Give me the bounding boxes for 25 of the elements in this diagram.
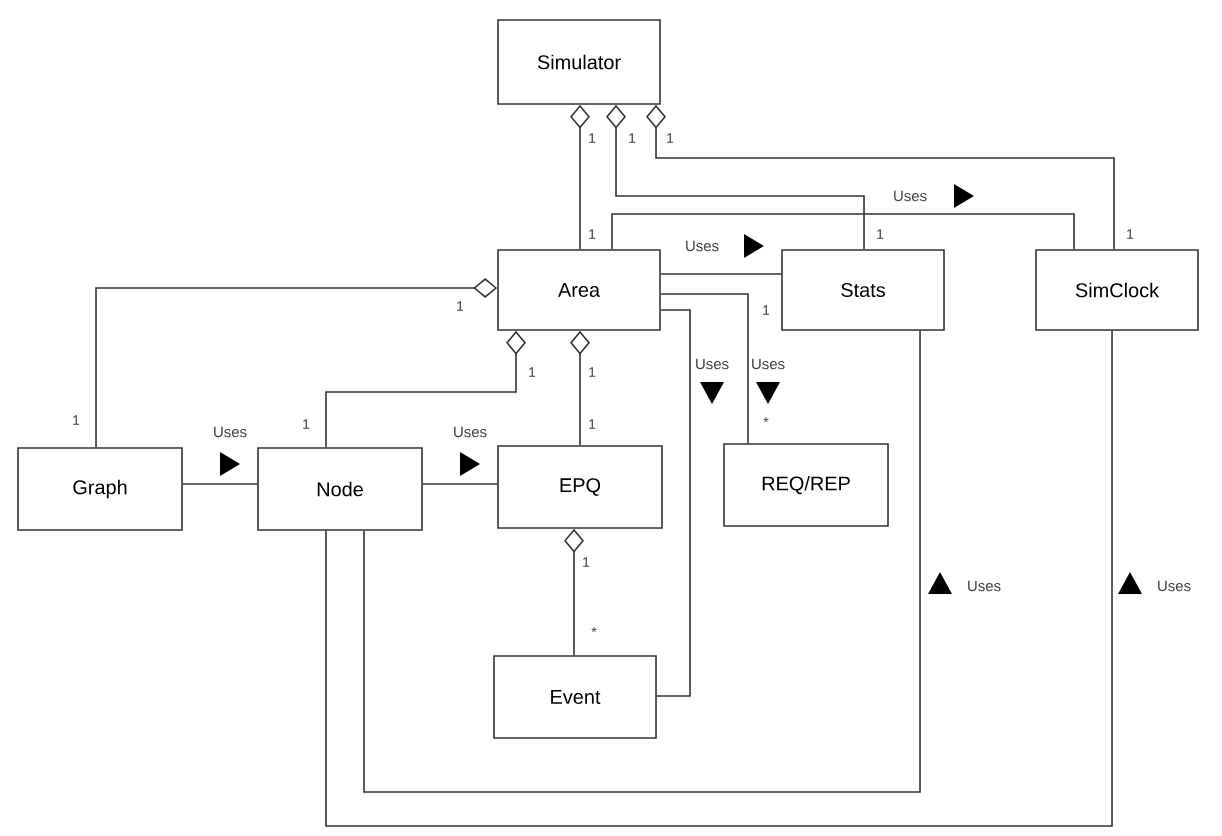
class-box: REQ/REP (723, 443, 889, 527)
direction-arrow (756, 382, 780, 404)
class-box: Node (257, 447, 423, 531)
connector (611, 213, 1075, 250)
connector (325, 330, 1113, 827)
class-box: SimClock (1035, 249, 1199, 331)
class-box: Area (497, 249, 661, 331)
class-box: Graph (17, 447, 183, 531)
connector (363, 330, 921, 793)
direction-arrow (1118, 572, 1142, 594)
direction-arrow (700, 382, 724, 404)
connector (660, 273, 782, 275)
direction-arrow (220, 452, 240, 476)
direction-arrow (460, 452, 480, 476)
connector (182, 483, 258, 485)
class-box: Stats (781, 249, 945, 331)
connector (422, 483, 498, 485)
connector (660, 293, 749, 444)
direction-arrow (928, 572, 952, 594)
class-box: Event (493, 655, 657, 739)
class-box: Simulator (497, 19, 661, 105)
direction-arrow (954, 184, 974, 208)
direction-arrow (744, 234, 764, 258)
connector (656, 309, 691, 697)
class-box: EPQ (497, 445, 663, 529)
